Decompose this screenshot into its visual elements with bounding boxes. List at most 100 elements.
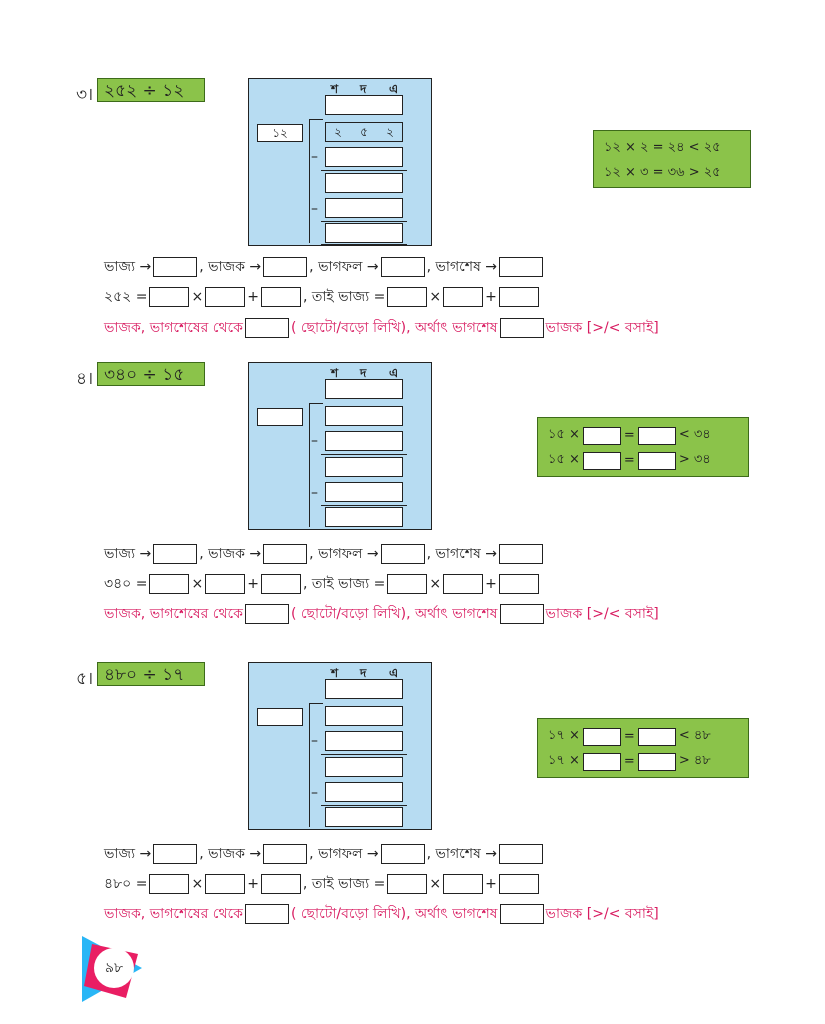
compare-text: ভাজক, ভাগশেষের থেকে xyxy=(104,606,243,622)
verify-box[interactable] xyxy=(205,574,246,594)
verify-box[interactable] xyxy=(149,574,190,594)
divisor-label: , ভাজক → xyxy=(199,259,262,275)
product-box-1[interactable] xyxy=(325,431,403,451)
remainder-box-1[interactable] xyxy=(325,757,403,777)
dividend-box[interactable] xyxy=(325,406,403,426)
dividend-box[interactable] xyxy=(325,706,403,726)
division-worksheet: শ দ এ – – xyxy=(248,362,432,530)
plus-sign: + xyxy=(485,876,497,892)
remainder-box-2[interactable] xyxy=(325,223,403,243)
hint-answer[interactable] xyxy=(637,451,676,470)
problem-number: ৩। xyxy=(76,85,94,105)
verify-box[interactable] xyxy=(443,574,484,594)
compare-answer[interactable] xyxy=(244,904,289,924)
hint-answer[interactable] xyxy=(582,451,621,470)
quotient-label: , ভাগফল → xyxy=(309,546,379,562)
product-box-1[interactable] xyxy=(325,731,403,751)
verify-box[interactable] xyxy=(149,874,190,894)
divisor-box[interactable] xyxy=(257,408,303,426)
hint-line: ১৭ × = < ৪৮ xyxy=(548,726,711,747)
times-sign: × xyxy=(429,289,442,305)
divisor-box: ১২ xyxy=(257,124,303,142)
divisor-answer[interactable] xyxy=(263,844,308,864)
problem-expression: ৩৪০ ÷ ১৫ xyxy=(97,362,205,386)
page-number: ৯৮ xyxy=(94,948,134,988)
verify-box[interactable] xyxy=(498,287,539,307)
verify-box[interactable] xyxy=(260,287,301,307)
remainder-box-2[interactable] xyxy=(325,807,403,827)
hint-answer[interactable] xyxy=(637,426,676,445)
hint-answer[interactable] xyxy=(637,727,676,746)
sign-answer[interactable] xyxy=(499,904,544,924)
quotient-answer[interactable] xyxy=(380,844,425,864)
header-tens: দ xyxy=(360,666,367,680)
verify-box[interactable] xyxy=(387,574,428,594)
dividend-answer[interactable] xyxy=(153,544,198,564)
product-box-2[interactable] xyxy=(325,482,403,502)
hint-answer[interactable] xyxy=(582,752,621,771)
sign-answer[interactable] xyxy=(499,604,544,624)
dividend-answer[interactable] xyxy=(153,844,198,864)
identify-row: ভাজ্য → , ভাজক → , ভাগফল → , ভাগশেষ → xyxy=(104,842,545,866)
problem-expression: ৪৮০ ÷ ১৭ xyxy=(97,662,205,686)
verify-box[interactable] xyxy=(260,874,301,894)
divisor-answer[interactable] xyxy=(263,544,308,564)
minus-sign: – xyxy=(311,201,318,217)
divisor-box[interactable] xyxy=(257,708,303,726)
compare-answer[interactable] xyxy=(244,604,289,624)
dividend-equation-label: ২৫২ = xyxy=(104,289,148,305)
header-ones: এ xyxy=(389,82,399,96)
remainder-answer[interactable] xyxy=(498,257,543,277)
product-box-1[interactable] xyxy=(325,147,403,167)
minus-sign: – xyxy=(311,785,318,801)
quotient-box[interactable] xyxy=(325,379,403,399)
so-dividend-label: , তাই ভাজ্য = xyxy=(302,576,386,592)
verify-box[interactable] xyxy=(387,874,428,894)
verify-row: ৩৪০ = × + , তাই ভাজ্য = × + xyxy=(104,572,541,596)
dividend-digit: ২ xyxy=(334,125,342,139)
compare-answer[interactable] xyxy=(244,318,289,338)
divisor-label: , ভাজক → xyxy=(199,546,262,562)
hint-text: = xyxy=(623,754,635,769)
hint-line: ১৭ × = > ৪৮ xyxy=(548,751,711,772)
remainder-box-1[interactable] xyxy=(325,457,403,477)
product-box-2[interactable] xyxy=(325,782,403,802)
quotient-answer[interactable] xyxy=(380,544,425,564)
verify-box[interactable] xyxy=(498,874,539,894)
remainder-answer[interactable] xyxy=(498,544,543,564)
verify-box[interactable] xyxy=(149,287,190,307)
verify-box[interactable] xyxy=(260,574,301,594)
divisor-answer[interactable] xyxy=(263,257,308,277)
sign-answer[interactable] xyxy=(499,318,544,338)
compare-text: ভাজক [>/< বসাই] xyxy=(545,906,659,922)
hint-answer[interactable] xyxy=(582,727,621,746)
verify-box[interactable] xyxy=(387,287,428,307)
dividend-answer[interactable] xyxy=(153,257,198,277)
identify-row: ভাজ্য → , ভাজক → , ভাগফল → , ভাগশেষ → xyxy=(104,255,545,279)
quotient-box[interactable] xyxy=(325,95,403,115)
hint-answer[interactable] xyxy=(637,752,676,771)
verify-row: ২৫২ = × + , তাই ভাজ্য = × + xyxy=(104,285,541,309)
quotient-label: , ভাগফল → xyxy=(309,259,379,275)
hint-answer[interactable] xyxy=(582,426,621,445)
dividend-digit: ৫ xyxy=(360,125,368,139)
remainder-box-2[interactable] xyxy=(325,507,403,527)
page-number-badge: ৯৮ xyxy=(80,934,150,1004)
verify-box[interactable] xyxy=(205,874,246,894)
remainder-box-1[interactable] xyxy=(325,173,403,193)
compare-row: ভাজক, ভাগশেষের থেকে ( ছোটো/বড়ো লিখি), অ… xyxy=(104,316,659,340)
verify-box[interactable] xyxy=(498,574,539,594)
hint-box: ১৫ × = < ৩৪ ১৫ × = > ৩৪ xyxy=(537,417,749,477)
product-box-2[interactable] xyxy=(325,198,403,218)
quotient-box[interactable] xyxy=(325,679,403,699)
identify-row: ভাজ্য → , ভাজক → , ভাগফল → , ভাগশেষ → xyxy=(104,542,545,566)
quotient-answer[interactable] xyxy=(380,257,425,277)
verify-box[interactable] xyxy=(205,287,246,307)
minus-sign: – xyxy=(311,733,318,749)
verify-box[interactable] xyxy=(443,874,484,894)
hint-text: > ৩৪ xyxy=(678,452,711,467)
compare-text: ( ছোটো/বড়ো লিখি), অর্থাৎ ভাগশেষ xyxy=(290,320,498,336)
verify-box[interactable] xyxy=(443,287,484,307)
remainder-answer[interactable] xyxy=(498,844,543,864)
times-sign: × xyxy=(191,289,204,305)
